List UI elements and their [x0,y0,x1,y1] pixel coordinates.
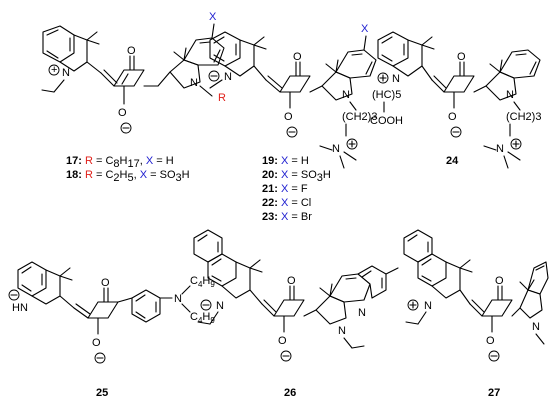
atom-O: O [486,335,495,347]
substituent-X: X [209,11,217,23]
structure-25: HN O O N C4H9 C4H9 [8,261,215,364]
structure-26: N O O N N [193,229,399,362]
svg-text:+: + [51,64,57,76]
label-26: 26 [284,387,296,399]
structure-24: N (HC)5 COOH O O N (CH2)3 N [370,31,541,169]
atom-N: N [358,307,366,319]
atom-O: O [284,111,293,123]
atom-N: N [190,77,198,89]
chain-ch2-3: (CH2)3 [342,111,377,123]
benzene-ring-left [42,25,75,63]
atom-O: O [118,107,127,119]
structure-27: N O O N [403,229,549,362]
atom-N: N [224,71,232,83]
atom-N: N [532,321,540,333]
atom-O: O [495,275,504,287]
caption-20: 20: X = SO3H [262,169,331,184]
caption-22: 22: X = Cl [262,197,311,209]
butyl-1: C4H9 [190,275,215,289]
label-27: 27 [488,387,500,399]
atom-N: N [332,143,340,155]
atom-N: N [496,143,504,155]
caption-23: 23: X = Br [262,211,312,223]
caption-17: 17: R = C8H17, X = H [66,155,174,170]
label-25: 25 [96,387,108,399]
atom-O: O [457,51,466,63]
captions-17-18: 17: R = C8H17, X = H 18: R = C2H5, X = S… [66,155,190,184]
atom-N: N [174,293,182,305]
atom-N: N [216,300,224,312]
atom-N: N [392,73,400,85]
atom-O: O [293,51,302,63]
atom-N: N [506,89,514,101]
atom-N: N [424,300,432,312]
atom-N: N [62,67,70,79]
substituent-R: R [218,92,226,104]
group-cooh: COOH [370,115,403,127]
chain-ch2-3: (CH2)3 [506,111,541,123]
atom-O: O [101,277,110,289]
chain-hc-5: (HC)5 [372,89,401,101]
atom-O: O [448,111,457,123]
caption-19: 19: X = H [262,155,309,167]
atom-N: N [342,89,350,101]
caption-21: 21: X = F [262,183,308,195]
structure-19-23: N O O X N (CH2)3 N [208,23,377,169]
atom-N: N [338,325,346,337]
label-24: 24 [446,155,459,167]
captions-19-23: 19: X = H 20: X = SO3H 21: X = F 22: X =… [262,155,331,223]
structure-17-18: + N O O X N R [41,11,226,134]
atom-O: O [287,275,296,287]
atom-O: O [127,45,136,57]
caption-18: 18: R = C2H5, X = SO3H [66,169,190,184]
atom-O: O [92,337,101,349]
atom-HN: HN [12,302,28,314]
substituent-X: X [361,23,369,35]
atom-O: O [278,335,287,347]
